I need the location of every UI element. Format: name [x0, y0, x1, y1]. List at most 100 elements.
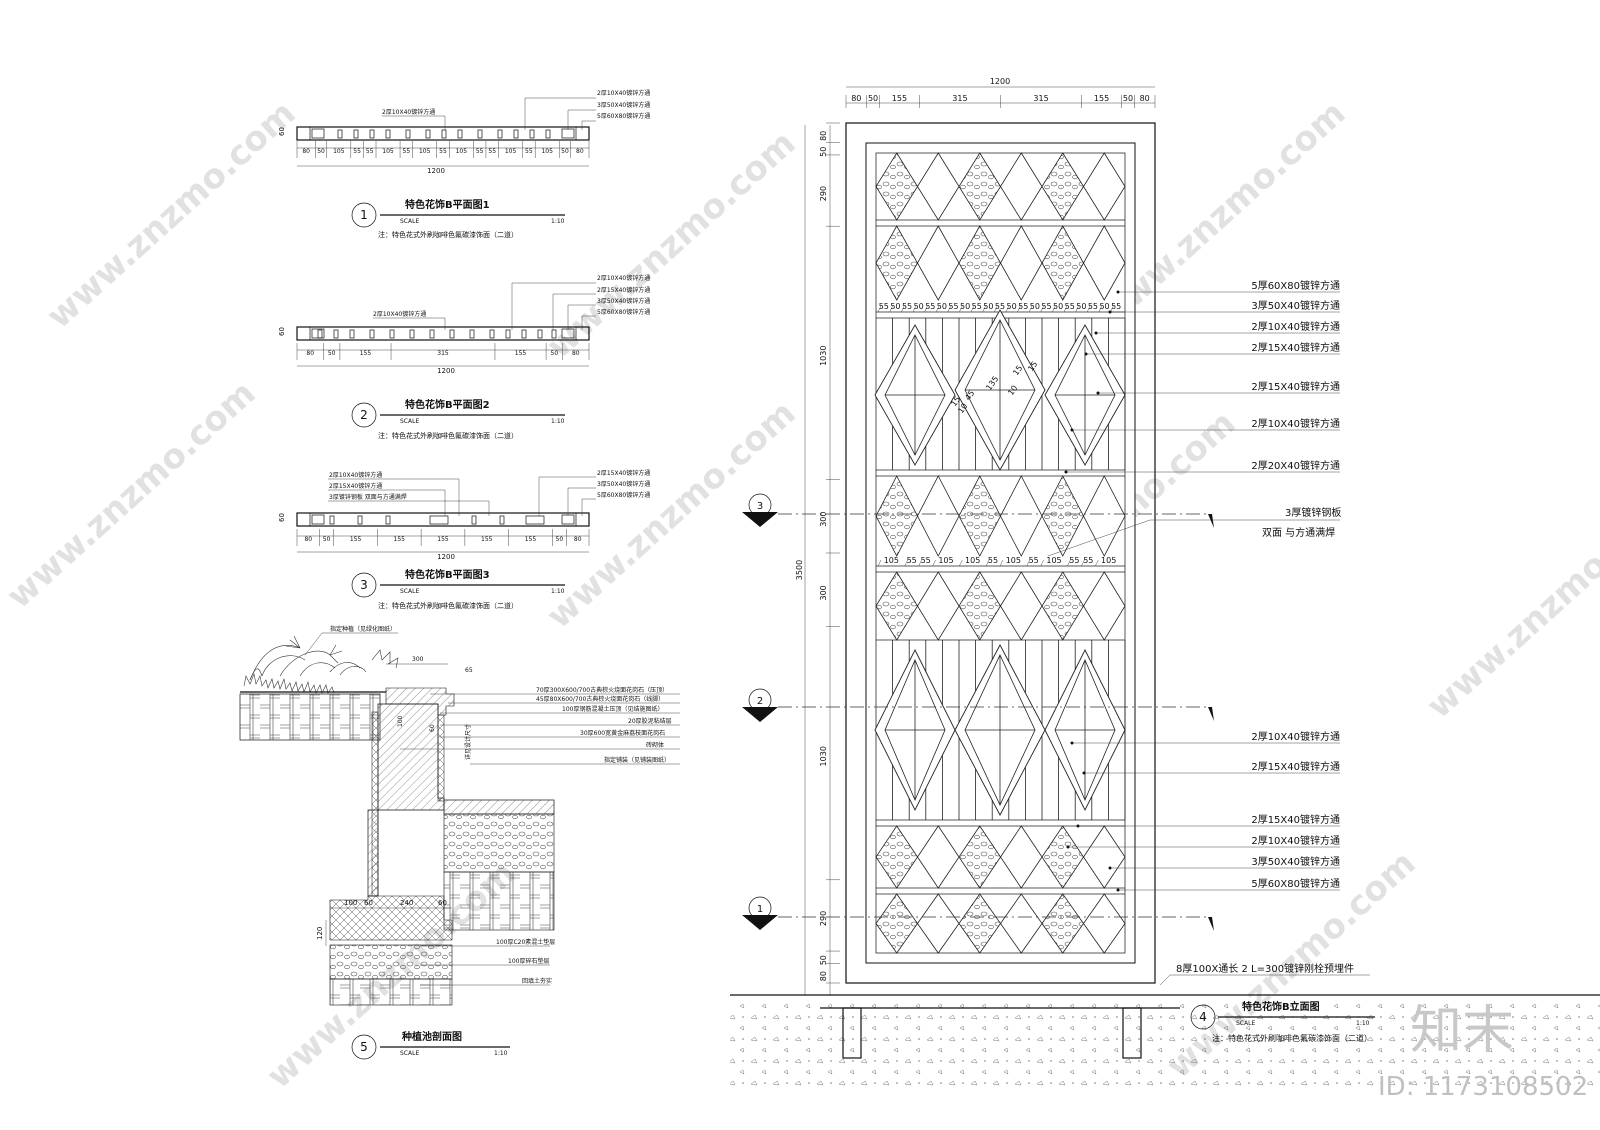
dim-label: 50 [868, 94, 878, 103]
paving [443, 799, 555, 815]
leader-dot [1066, 845, 1070, 849]
bottom-diamond [958, 893, 1001, 954]
section-mark-2: 2 [742, 688, 1214, 722]
dim-tick [970, 305, 975, 313]
dim-label: 55 [925, 302, 935, 311]
dim-tick [877, 559, 882, 567]
dim-tick [999, 559, 1004, 567]
slat [405, 129, 411, 139]
slat [449, 329, 455, 339]
leader-dot [1070, 741, 1074, 745]
scale-value: 1:10 [494, 1050, 508, 1057]
dim-label: 50 [323, 536, 331, 543]
slat [357, 515, 363, 525]
scale-label: SCALE [400, 418, 419, 425]
slat [471, 515, 477, 525]
tube [311, 128, 325, 139]
dim-label: 50 [1099, 302, 1109, 311]
drawing-title: 特色花饰B立面图 [1242, 1000, 1320, 1013]
dim-label: 50 [1030, 302, 1040, 311]
callout: 2厚15X40镀锌方通 [597, 286, 650, 294]
leader [567, 304, 596, 330]
dim-label: 155 [515, 350, 527, 357]
top-diamond [875, 225, 918, 301]
dim-tick [1098, 305, 1102, 313]
dim-tick [985, 559, 990, 567]
dim-label: 55 [366, 148, 374, 155]
mid-diamond [1041, 475, 1084, 557]
slat [385, 515, 391, 525]
callout: 2厚10X40镀锌方通 [1251, 417, 1340, 430]
leader [581, 498, 596, 516]
callout: 2厚15X40镀锌方通 [329, 482, 382, 490]
dim-label: 55 [488, 148, 496, 155]
small-dim: 100 [397, 715, 404, 727]
dim-tick [982, 305, 986, 313]
slat [429, 329, 435, 339]
slat [551, 329, 557, 339]
mid-diamond [1083, 475, 1126, 557]
scale-label: SCALE [1236, 1020, 1255, 1027]
bottom-diamond [917, 893, 960, 954]
dim-label: 55 [1065, 302, 1075, 311]
dim-tick [932, 559, 936, 567]
slat [441, 129, 447, 139]
leader-dot [1064, 470, 1068, 474]
slat [499, 515, 505, 525]
section-mark-number: 1 [757, 904, 763, 915]
scale-value: 1:10 [551, 588, 565, 595]
dim-label: 300 [819, 585, 828, 600]
leader-dot [1076, 824, 1080, 828]
dim-tick [918, 559, 922, 567]
dim-label: 315 [952, 94, 967, 103]
right-callouts: 5厚60X80镀锌方通3厚50X40镀锌方通2厚10X40镀锌方通2厚15X40… [1064, 279, 1340, 892]
dim-tick [935, 305, 940, 313]
dim-label: 55 [972, 302, 982, 311]
backfill [329, 978, 453, 1006]
top-total-dim: 1200 [990, 77, 1010, 86]
dim-label: 80 [576, 148, 584, 155]
bottom-diamond [875, 893, 918, 954]
slat [529, 129, 535, 139]
callout: 2厚15X40镀锌方通 [1251, 760, 1340, 773]
dim-tick [993, 305, 998, 313]
left-total-dim: 3500 [795, 560, 804, 580]
scale-label: SCALE [400, 1050, 419, 1057]
dim-label: 105 [333, 148, 345, 155]
dim-label: 80 [574, 536, 582, 543]
section-5-planter: 指定种植（见绿化图纸） 300 70厚300X600/700古 [239, 625, 680, 1060]
callout: 2厚10X40镀锌方通 [329, 471, 382, 479]
layer-label: 回填土夯实 [522, 977, 552, 985]
depth-dim: 60 [278, 513, 286, 522]
depth-dim: 60 [278, 327, 286, 336]
total-dim: 1200 [437, 553, 455, 561]
bottom-diamond [1000, 893, 1043, 954]
slat [545, 129, 551, 139]
section-mark-number: 3 [757, 501, 763, 512]
dim-tick [959, 559, 963, 567]
drawing-number: 5 [360, 1040, 368, 1054]
callout: 2厚10X40镀锌方通 [1251, 320, 1340, 333]
mid-diamond [1000, 475, 1043, 557]
dim-label: 55 [948, 302, 958, 311]
section-mark-3: 3 [742, 493, 1214, 528]
small-dim: 60 [429, 724, 436, 732]
dim-label: 50 [1007, 302, 1017, 311]
dim-tick [1017, 305, 1021, 313]
slat [369, 129, 375, 139]
dim-label: 105 [1046, 556, 1061, 565]
drawing-title: 特色花饰B平面图1 [405, 198, 490, 211]
callout: 2厚10X40镀锌方通 [597, 274, 650, 282]
slat [353, 129, 359, 139]
leader-dot [1116, 888, 1120, 892]
dim-label: 50 [1123, 94, 1133, 103]
callout: 3厚50X40镀锌方通 [597, 101, 650, 109]
section-mark-arrow [742, 512, 778, 527]
layer-label: 45厚80X600/700古典棕火烧面花岗石（线脚） [536, 695, 664, 703]
